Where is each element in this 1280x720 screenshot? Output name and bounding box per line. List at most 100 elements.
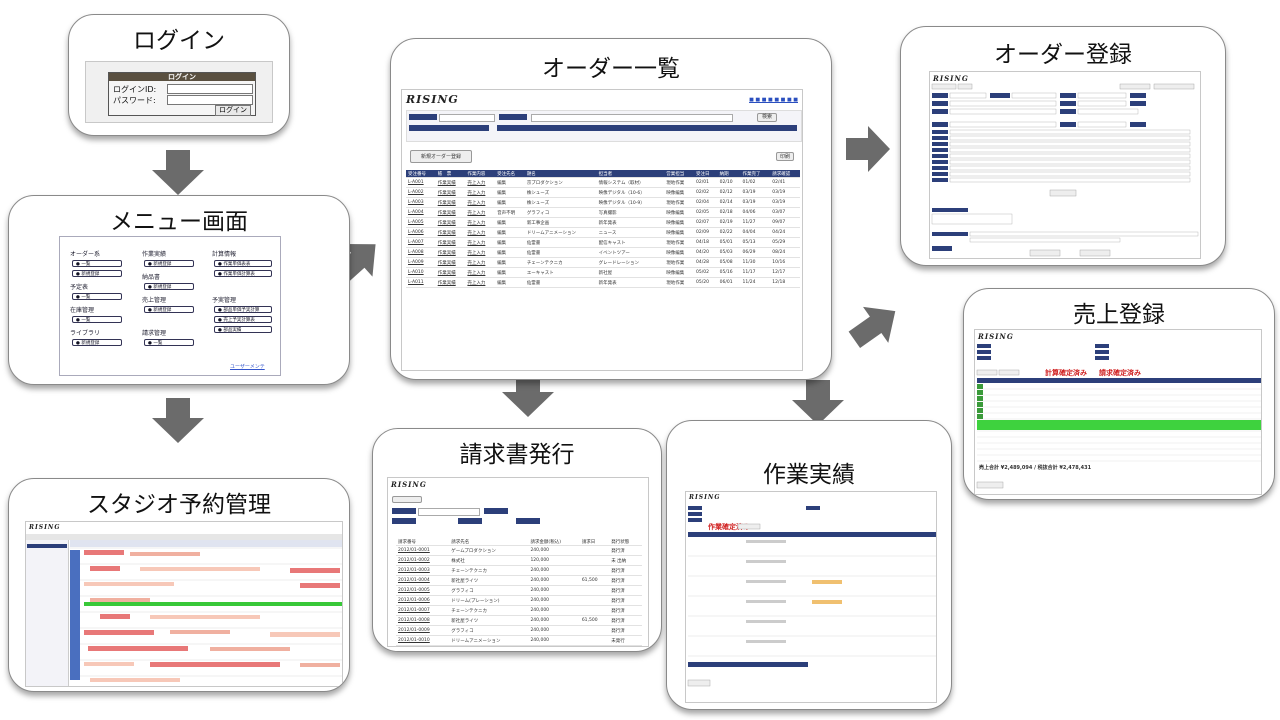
- table-cell[interactable]: 作業実績: [435, 207, 466, 218]
- login-id-input[interactable]: [167, 84, 253, 94]
- order-table-header: 受注番号 帳 票 作業内容 受注先名 題名 担当者 営業担当 受注日 納期 作業…: [406, 170, 800, 178]
- invoice-top-button[interactable]: [392, 496, 422, 503]
- new-order-button[interactable]: 新規オーダー登録: [410, 150, 473, 163]
- table-cell[interactable]: 2012/01-0004: [396, 575, 450, 586]
- invoice-table-header: 請求番号 請求先名 請求金額(税込) 請求日 発行状態: [396, 538, 642, 546]
- table-cell[interactable]: 作業実績: [435, 277, 466, 288]
- table-cell: 未 出納: [609, 555, 642, 566]
- table-cell[interactable]: L-A008: [406, 247, 436, 258]
- table-cell[interactable]: 作業実績: [435, 177, 466, 188]
- table-cell[interactable]: 売上入力: [465, 197, 496, 208]
- table-cell[interactable]: 作業実績: [435, 187, 466, 198]
- table-cell[interactable]: 作業実績: [435, 227, 466, 238]
- menu-footer-link[interactable]: ユーザーメンテ: [230, 364, 265, 370]
- table-cell[interactable]: 売上入力: [465, 207, 496, 218]
- table-cell[interactable]: L-A010: [406, 267, 436, 278]
- menu-item[interactable]: ● 売上予実計算表: [214, 316, 272, 323]
- menu-item[interactable]: ● 一覧: [72, 293, 122, 300]
- table-cell[interactable]: 売上入力: [465, 237, 496, 248]
- table-cell[interactable]: 作業実績: [435, 257, 466, 268]
- table-cell[interactable]: 作業実績: [435, 247, 466, 258]
- table-cell[interactable]: 作業実績: [435, 217, 466, 228]
- studio-sidebar-selected[interactable]: [27, 544, 67, 548]
- invoice-logo: RISING: [391, 480, 427, 489]
- menu-item[interactable]: ● 新規登録: [72, 270, 122, 277]
- table-cell[interactable]: L-A002: [406, 187, 436, 198]
- print-button[interactable]: 印刷: [775, 152, 794, 161]
- table-cell[interactable]: L-A003: [406, 197, 436, 208]
- search-field-input[interactable]: [531, 114, 733, 122]
- table-cell[interactable]: 作業実績: [435, 267, 466, 278]
- table-cell[interactable]: 2012/01-0002: [396, 555, 450, 566]
- table-cell[interactable]: 売上入力: [465, 257, 496, 268]
- table-cell[interactable]: 2012/01-0001: [396, 545, 450, 556]
- menu-item[interactable]: ● 新規登録: [144, 306, 194, 313]
- search-field-input[interactable]: [439, 114, 495, 122]
- table-cell[interactable]: 2012/01-0003: [396, 565, 450, 576]
- search-button[interactable]: 検索: [757, 113, 778, 122]
- login-button[interactable]: ログイン: [215, 105, 251, 116]
- table-cell: 02/19: [717, 217, 741, 228]
- table-cell[interactable]: 2012/01-0005: [396, 585, 450, 596]
- menu-item[interactable]: ● 一覧: [72, 260, 122, 267]
- menu-item[interactable]: ● 新規登録: [144, 260, 194, 267]
- login-password-input[interactable]: [167, 95, 253, 105]
- table-cell[interactable]: 売上入力: [465, 247, 496, 258]
- table-cell[interactable]: L-A011: [406, 277, 436, 288]
- menu-item[interactable]: ● 部品単価予実計算: [214, 306, 272, 313]
- menu-item[interactable]: ● 新規登録: [144, 283, 194, 290]
- table-cell[interactable]: 売上入力: [465, 227, 496, 238]
- invoice-filter-input[interactable]: [418, 508, 480, 516]
- table-cell[interactable]: 2012/01-0008: [396, 615, 450, 626]
- table-cell[interactable]: 売上入力: [465, 217, 496, 228]
- menu-item[interactable]: ● 一覧: [72, 316, 122, 323]
- menu-item[interactable]: ● 新規登録: [72, 339, 122, 346]
- table-cell: 12/18: [770, 277, 800, 288]
- menu-item[interactable]: ● 一覧: [144, 339, 194, 346]
- table-cell[interactable]: 作業実績: [435, 237, 466, 248]
- table-cell[interactable]: 売上入力: [465, 177, 496, 188]
- table-cell[interactable]: 売上入力: [465, 277, 496, 288]
- table-cell[interactable]: 2012/01-0010: [396, 635, 450, 646]
- table-cell[interactable]: 2012/01-0009: [396, 625, 450, 636]
- menu-item[interactable]: ● 作業単価計算表: [214, 270, 272, 277]
- table-cell[interactable]: 売上入力: [465, 267, 496, 278]
- table-cell[interactable]: L-A004: [406, 207, 436, 218]
- table-cell[interactable]: L-A001: [406, 177, 436, 188]
- table-cell[interactable]: L-A006: [406, 227, 436, 238]
- table-cell[interactable]: 2012/01-0007: [396, 605, 450, 616]
- arrow-orderlist-to-orderreg: [846, 126, 890, 172]
- table-cell[interactable]: L-A007: [406, 237, 436, 248]
- order-list-header-links[interactable]: ■ ■ ■ ■ ■ ■ ■ ■: [749, 97, 798, 103]
- table-cell[interactable]: 2012/01-0006: [396, 595, 450, 606]
- table-cell[interactable]: 売上入力: [465, 187, 496, 198]
- table-cell[interactable]: L-A005: [406, 217, 436, 228]
- menu-item[interactable]: ● 部品実績: [214, 326, 272, 333]
- table-cell: 05/16: [717, 267, 741, 278]
- table-cell[interactable]: L-A009: [406, 257, 436, 268]
- menu-item[interactable]: ● 作業単価表表: [214, 260, 272, 267]
- table-cell[interactable]: 作業実績: [435, 197, 466, 208]
- table-cell: 現地作業: [664, 257, 694, 268]
